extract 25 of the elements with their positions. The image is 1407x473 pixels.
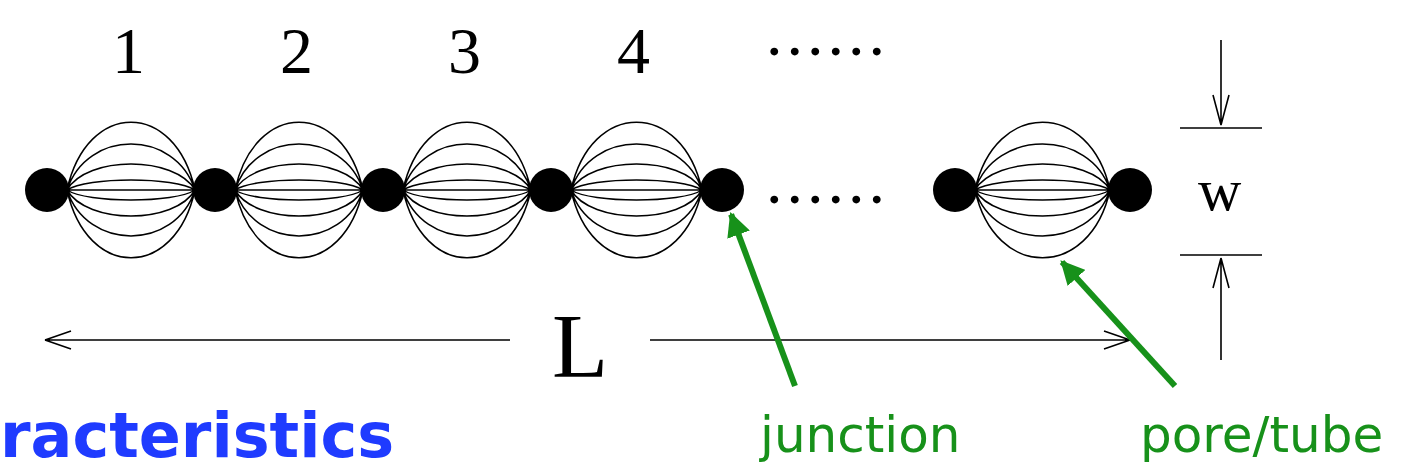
ellipsis-text: ...... — [766, 148, 889, 214]
column-number: 2 — [280, 18, 313, 84]
column-number: 1 — [112, 18, 145, 84]
column-number: 3 — [448, 18, 481, 84]
junction-dot — [933, 168, 977, 212]
heading-text: racteristics — [0, 405, 395, 467]
callout-text: pore/tube — [1140, 410, 1384, 460]
leader-line — [1059, 259, 1178, 389]
tube-bundle — [66, 121, 196, 259]
junction-dot — [529, 168, 573, 212]
callout-text: junction — [760, 410, 961, 460]
tube-bundle — [234, 121, 364, 259]
junction-dot — [361, 168, 405, 212]
dimension-label: w — [1198, 160, 1242, 220]
dimension-label: L — [552, 300, 609, 392]
tube-bundle — [570, 121, 703, 259]
leader-line — [727, 212, 798, 388]
tube-bundle — [974, 121, 1111, 259]
junction-dot — [193, 168, 237, 212]
junction-dot — [700, 168, 744, 212]
tube-bundle — [402, 121, 532, 259]
column-number: 4 — [617, 18, 650, 84]
junction-dot — [1108, 168, 1152, 212]
ellipsis-text: ...... — [766, 0, 889, 66]
junction-dot — [25, 168, 69, 212]
